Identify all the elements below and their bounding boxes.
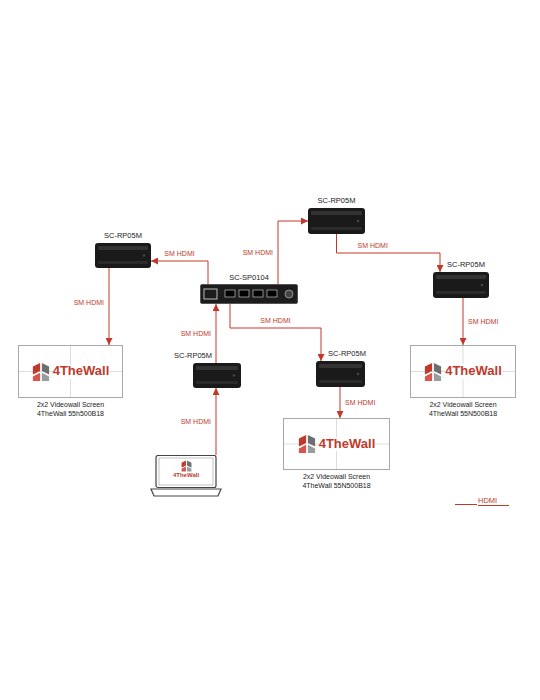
device-detail <box>316 361 365 387</box>
screen-caption: 2x2 Videowall Screen 4TheWall 55N500B18 <box>417 401 509 419</box>
connector-label: SM HDMI <box>73 299 105 307</box>
device-detail <box>193 363 241 388</box>
videowall-screen: 4TheWall2x2 Videowall Screen 4TheWall 55… <box>410 345 516 398</box>
logo-text: 4TheWall <box>319 437 376 451</box>
logo-text: 4TheWall <box>445 364 502 378</box>
logo: 4TheWall <box>284 419 389 469</box>
videowall-screen: 4TheWall2x2 Videowall Screen 4TheWall 55… <box>18 345 123 398</box>
device-detail <box>95 243 151 268</box>
connector-label: SM HDMI <box>259 317 291 325</box>
hdmi-connector <box>216 388 217 455</box>
repeater-device: SC-RP05M <box>308 208 365 234</box>
legend-item: HDMI <box>455 497 509 506</box>
connector-label: SM HDMI <box>344 399 376 407</box>
logo: 4TheWall <box>159 460 213 479</box>
device-detail <box>308 208 365 234</box>
legend-text: HDMI <box>478 497 509 506</box>
legend-line <box>455 497 477 506</box>
logo-icon <box>424 362 442 382</box>
videowall-screen: 4TheWall2x2 Videowall Screen 4TheWall 55… <box>283 418 390 470</box>
splitter-ports <box>201 285 297 303</box>
logo-icon <box>32 362 50 382</box>
hdmi-connector <box>340 387 341 418</box>
device-label: SC-RP05M <box>447 261 485 269</box>
connector-label: SM HDMI <box>163 250 195 258</box>
logo: 4TheWall <box>411 346 515 397</box>
repeater-device: SC-RP05M <box>193 363 241 388</box>
device-label: SC-RP05M <box>318 197 356 205</box>
splitter-label: SC-SP0104 <box>229 274 269 282</box>
screen-caption: 2x2 Videowall Screen 4TheWall 55h500B18 <box>25 401 117 419</box>
connector-label: SM HDMI <box>357 242 389 250</box>
connector-label: SM HDMI <box>467 318 499 326</box>
logo-text: 4TheWall <box>173 472 199 479</box>
repeater-device: SC-RP05M <box>433 272 489 298</box>
splitter-device: SC-SP0104 <box>200 284 298 304</box>
hdmi-connector <box>463 298 464 345</box>
logo-text: 4TheWall <box>53 364 110 378</box>
device-label: SC-RP05M <box>104 232 142 240</box>
repeater-device: SC-RP05M <box>316 361 365 387</box>
device-label: SC-RP05M <box>174 352 212 360</box>
laptop: 4TheWall <box>150 455 222 497</box>
connector-label: SM HDMI <box>180 330 212 338</box>
hdmi-connector <box>230 304 321 361</box>
connector-label: SM HDMI <box>242 249 274 257</box>
hdmi-connector <box>337 234 441 272</box>
repeater-device: SC-RP05M <box>95 243 151 268</box>
hdmi-connector <box>278 221 308 284</box>
legend: HDMI <box>455 497 509 506</box>
hdmi-connector <box>216 304 217 363</box>
device-label: SC-RP05M <box>328 350 366 358</box>
hdmi-connector <box>151 261 208 284</box>
connector-label: SM HDMI <box>180 418 212 426</box>
logo: 4TheWall <box>19 346 122 397</box>
logo-icon <box>181 460 192 472</box>
logo-icon <box>298 434 316 454</box>
screen-caption: 2x2 Videowall Screen 4TheWall 55N500B18 <box>291 473 383 491</box>
device-detail <box>433 272 489 298</box>
hdmi-connector <box>109 268 110 345</box>
